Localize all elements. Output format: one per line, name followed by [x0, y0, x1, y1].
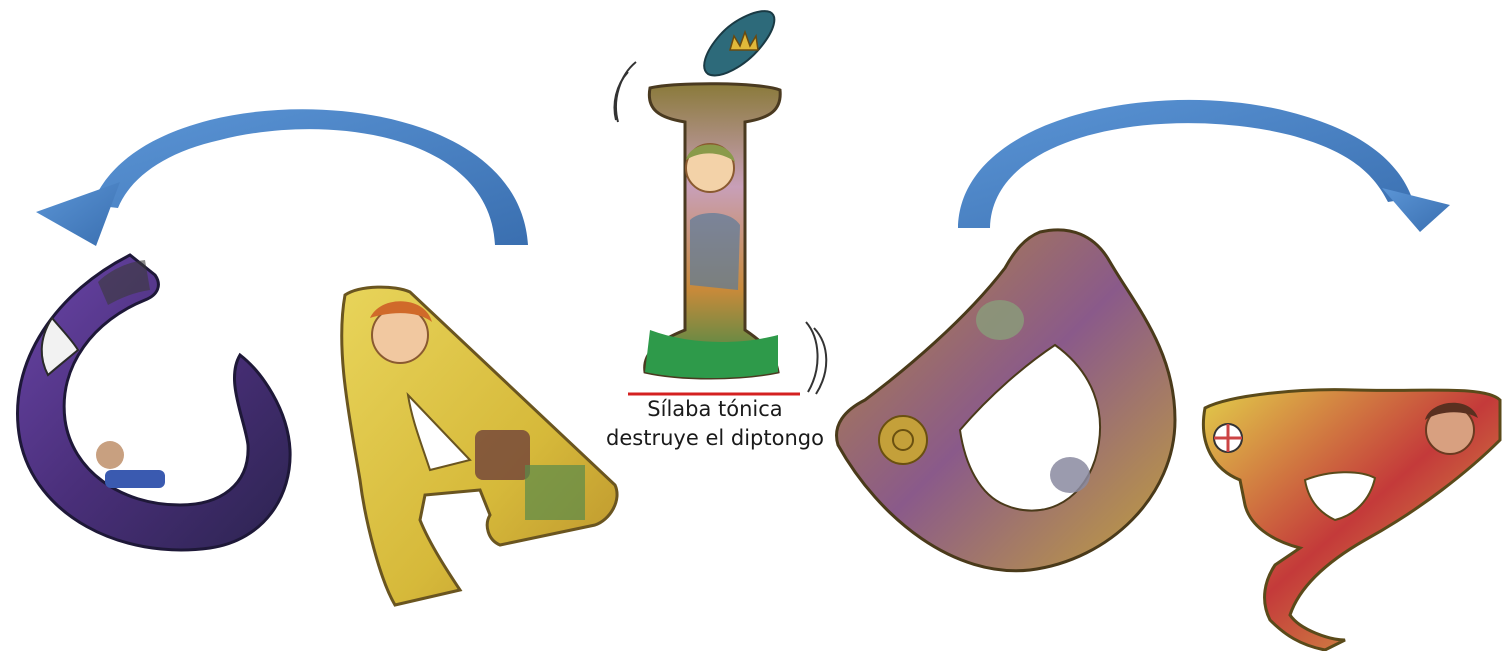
caption-line-2: destruye el diptongo	[600, 424, 830, 453]
letter-d	[837, 230, 1175, 571]
curved-arrow-left-icon	[36, 109, 528, 246]
caption: Sílaba tónica destruye el diptongo	[600, 395, 830, 453]
curved-arrow-right-icon	[958, 100, 1450, 232]
letter-a-first	[342, 287, 617, 605]
caption-line-1: Sílaba tónica	[600, 395, 830, 424]
accent-mark	[704, 11, 774, 75]
letter-a-second	[1203, 390, 1500, 650]
letter-i-accented	[645, 84, 781, 378]
letter-c	[18, 255, 291, 550]
